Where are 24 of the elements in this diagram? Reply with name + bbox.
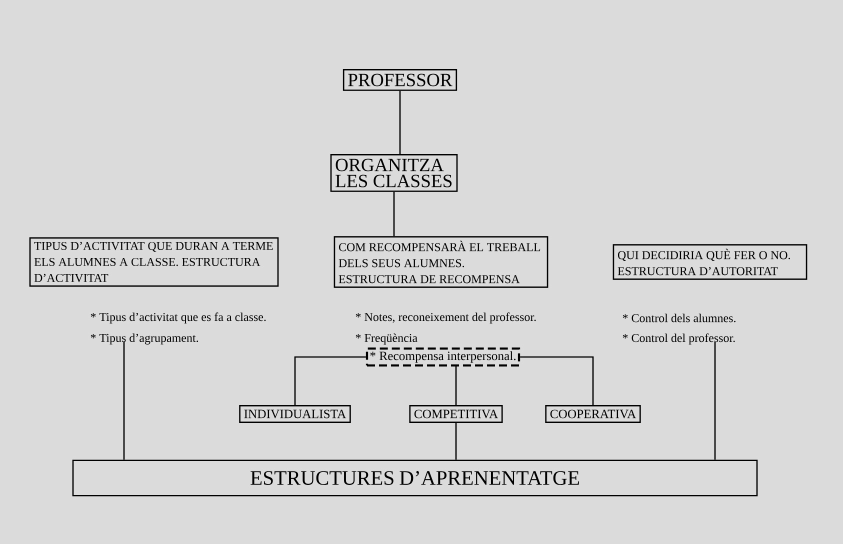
process-box: ORGANITZA LES CLASSES	[330, 154, 458, 192]
connector-line	[455, 366, 457, 406]
bullet-note: * Control dels alumnes.	[622, 314, 736, 322]
bullet-note: * Notes, reconeixement del professor.	[356, 312, 536, 324]
result-box: ESTRUCTURES D’APRENENTATGE	[72, 460, 758, 496]
category-box: COM RECOMPENSARÀ EL TREBALL DELS SEUS ALUMNES. ESTRUCTURA DE RECOMPENSA	[334, 236, 548, 288]
connector-line	[123, 342, 125, 460]
bullet-note: * Tipus d’agrupament.	[90, 334, 198, 344]
connector-line	[399, 90, 401, 154]
connector-line	[294, 356, 366, 406]
type-box: INDIVIDUALISTA	[239, 405, 351, 423]
dashed-box: * Recompensa interpersonal.	[366, 348, 520, 366]
bullet-note: * Control del professor.	[622, 334, 735, 344]
connector-line	[520, 356, 594, 406]
type-box: COMPETITIVA	[409, 405, 503, 423]
category-box: QUI DECIDIRIA QUÈ FER O NO. ESTRUCTURA D’AUTORITAT	[612, 244, 808, 280]
bullet-note: * Tipus d’activitat que es fa a classe.	[90, 312, 266, 324]
connector-line	[714, 342, 716, 460]
type-box: COOPERATIVA	[545, 405, 641, 423]
connector-line	[455, 422, 457, 460]
category-box: TIPUS D’ACTIVITAT QUE DURAN A TERME ELS ALUMNES A CLASSE. ESTRUCTURA D’ACTIVITAT	[29, 237, 279, 287]
connector-line	[393, 192, 395, 236]
title-box: PROFESSOR	[342, 69, 458, 91]
bullet-note: * Freqüència	[356, 334, 418, 344]
